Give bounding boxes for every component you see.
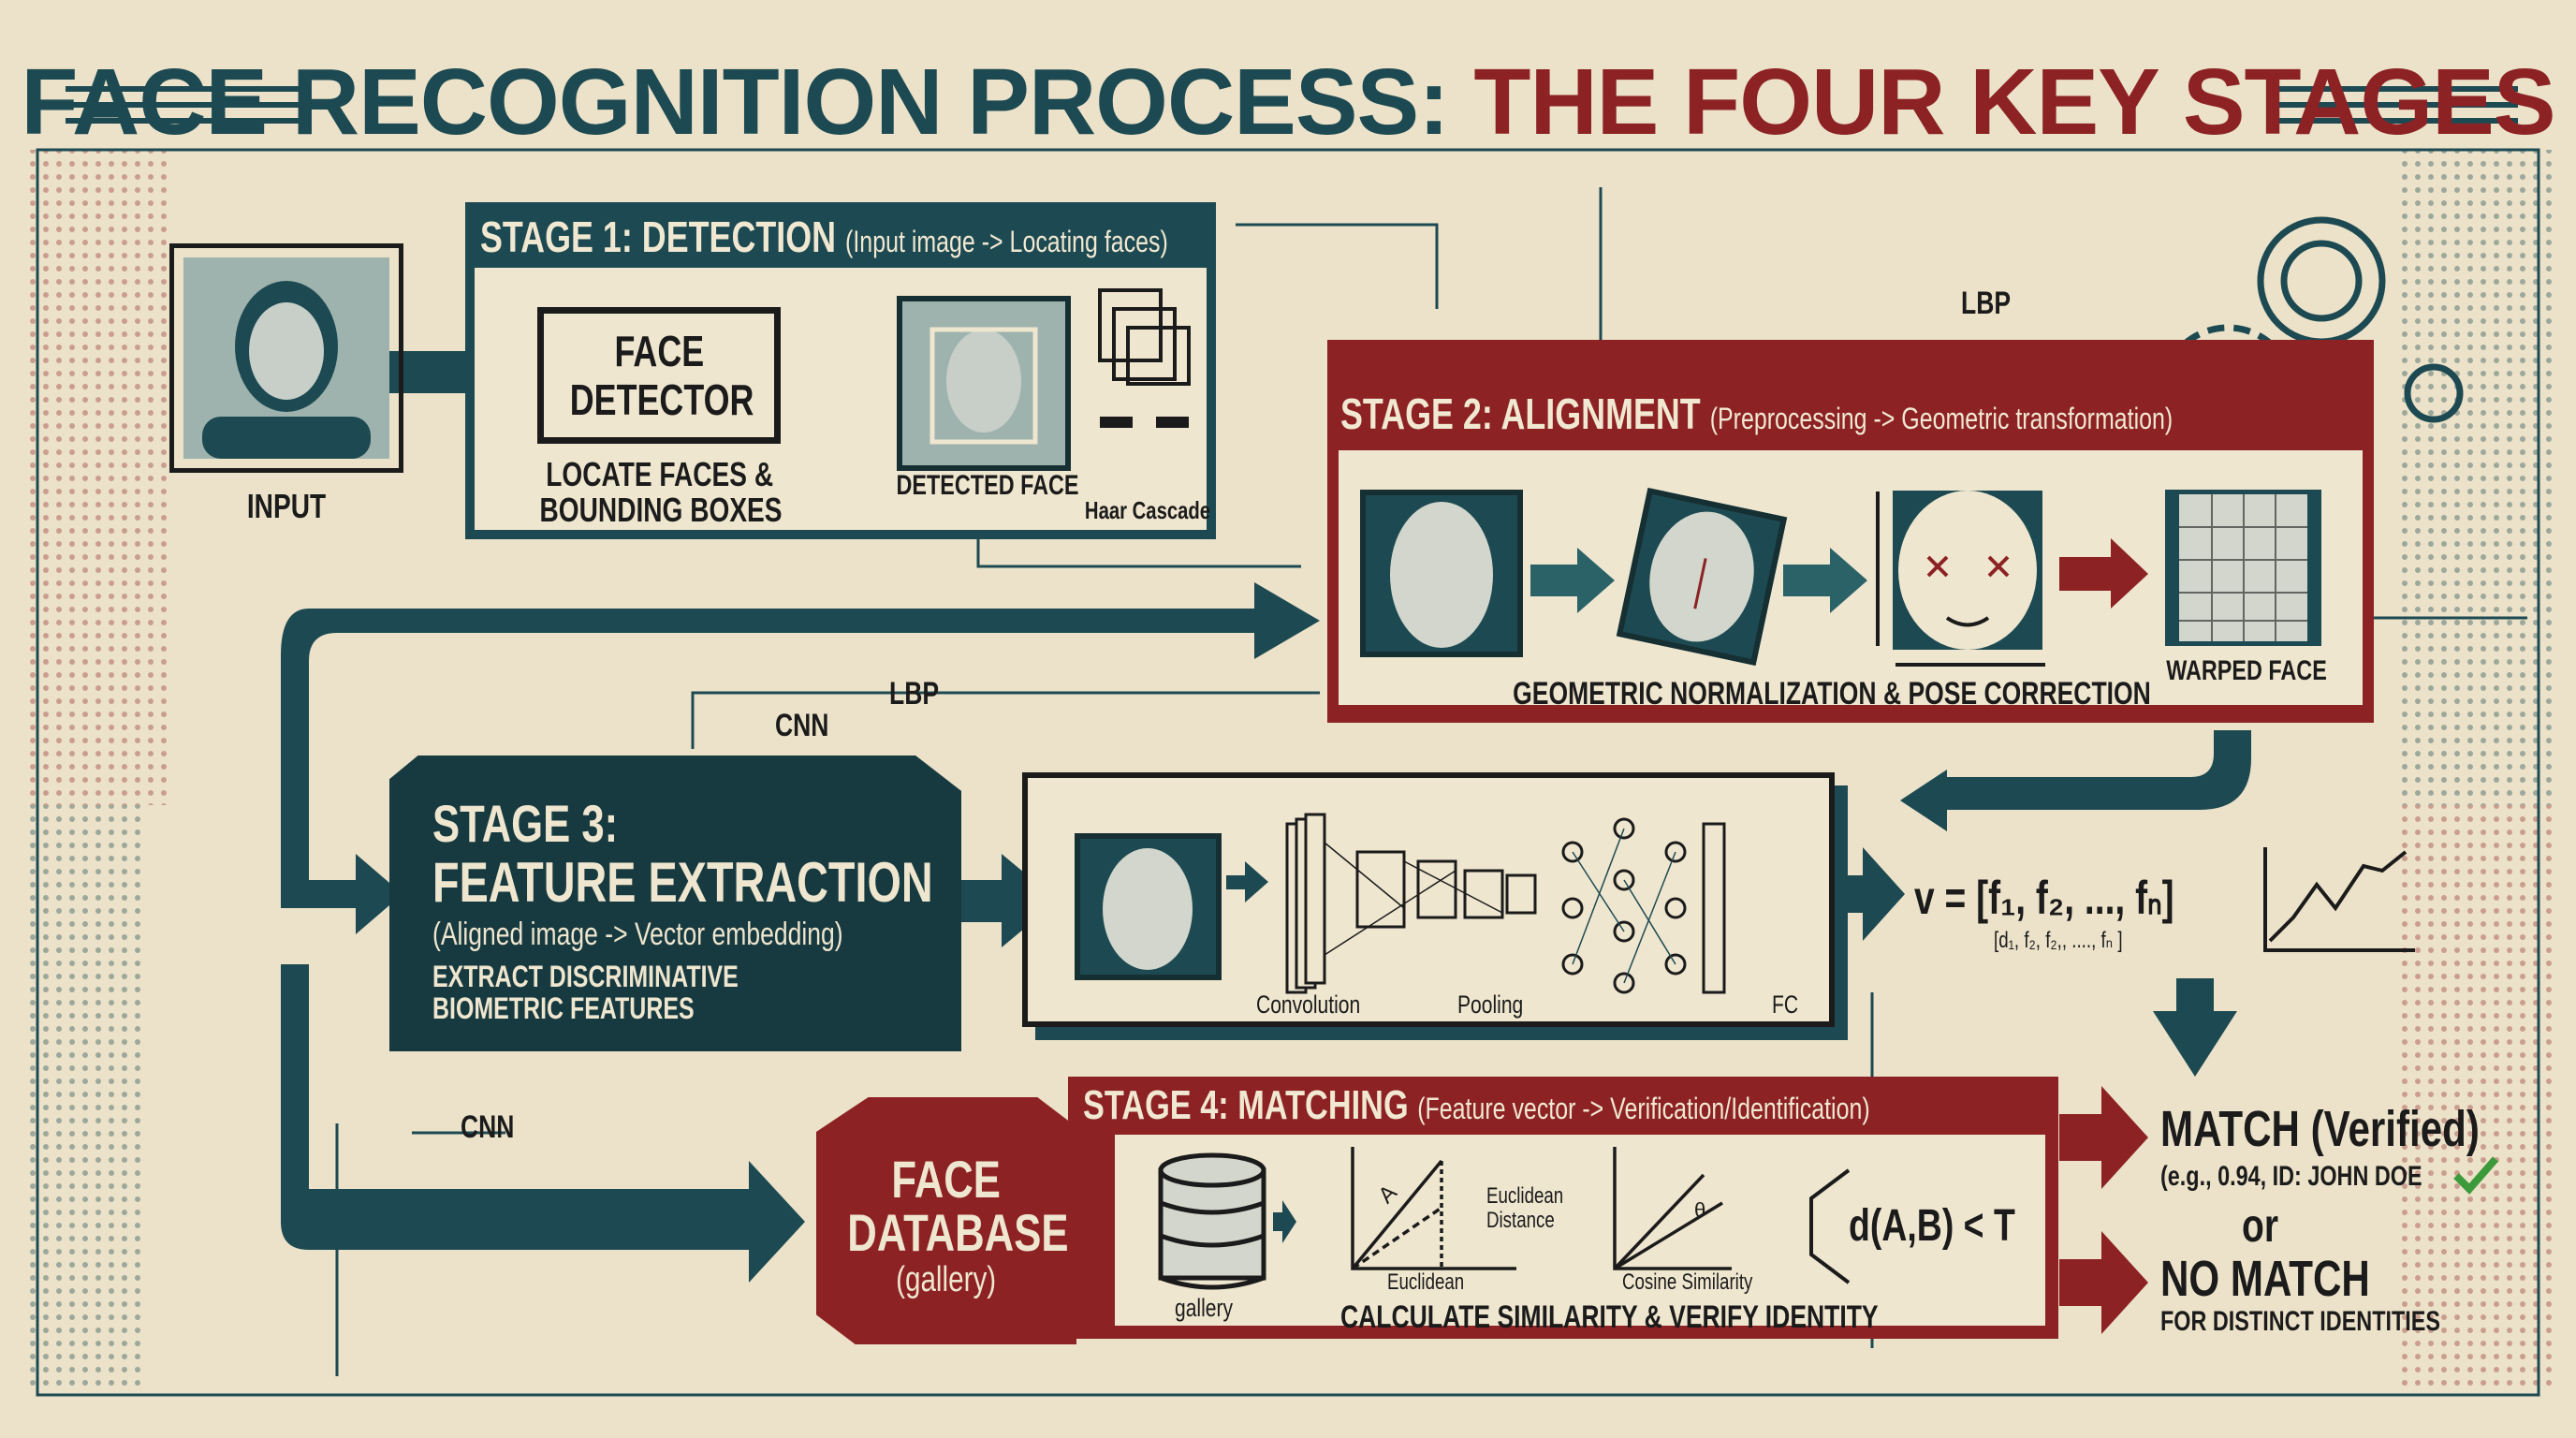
title-part1: FACE RECOGNITION PROCESS: [21, 50, 1449, 154]
stage1-caption: LOCATE FACES &BOUNDING BOXES [539, 455, 783, 529]
arrow-to-no-match [2059, 1231, 2148, 1334]
stage4-caption: CALCULATE SIMILARITY & VERIFY IDENTITY [1340, 1299, 1879, 1335]
threshold-bracket-icon [1809, 1168, 1851, 1284]
arrow-loop-to-alignment [281, 582, 1320, 871]
rotated-face [1616, 487, 1788, 667]
cosine-similarity-label: Cosine Similarity [1622, 1269, 1753, 1295]
cnn-architecture-icon [1226, 813, 1726, 994]
arrow-vector-to-match [2153, 978, 2237, 1077]
lbp-annotation-1: LBP [1961, 286, 2012, 321]
warped-face-image [2165, 490, 2321, 646]
stage1-panel: STAGE 1: DETECTION (Input image -> Locat… [465, 202, 1216, 539]
arrow-to-match [2059, 1086, 2148, 1189]
gallery-label: gallery [1175, 1294, 1234, 1322]
page-title: FACE RECOGNITION PROCESS: THE FOUR KEY S… [0, 49, 2576, 156]
stage3-panel [389, 756, 961, 1051]
frame [36, 148, 2540, 1397]
arrow-cnn-to-vector [1835, 847, 1905, 941]
match-label: MATCH (Verified) [2160, 1101, 2480, 1157]
embedding-plot-icon [2263, 847, 2415, 952]
detected-face-label: DETECTED FACE [896, 470, 1079, 501]
cnn-annotation-2: CNN [461, 1109, 515, 1145]
haar-features-icon [1098, 288, 1191, 428]
input-label: INPUT [246, 487, 327, 525]
theta-label: θ [1694, 1198, 1706, 1222]
halftone-left-top [28, 150, 168, 805]
database-icon [1158, 1152, 1296, 1290]
arrow-align-2 [1783, 548, 1867, 613]
similarity-plots-icon [1351, 1147, 1732, 1270]
landmark-face [1876, 491, 2045, 667]
match-detail: (e.g., 0.94, ID: JOHN DOE [2160, 1161, 2422, 1192]
euclidean-label: Euclidean [1387, 1269, 1465, 1295]
arrow-into-stage3 [281, 854, 402, 934]
no-match-detail: FOR DISTINCT IDENTITIES [2160, 1306, 2441, 1337]
stage4-body [1115, 1135, 2045, 1326]
title-rules [66, 86, 2518, 124]
stage2-header: STAGE 2: ALIGNMENT (Preprocessing -> Geo… [1340, 389, 2174, 438]
aligned-face-original [1360, 490, 1523, 657]
arrow-align-3 [2059, 538, 2148, 609]
haar-cascade-label: Haar Cascade [1084, 496, 1211, 524]
no-match-label: NO MATCH [2160, 1251, 2370, 1307]
halftone-right-top [2396, 150, 2555, 805]
input-frame [169, 243, 403, 473]
halftone-left-bottom [28, 805, 140, 1386]
arrow-align-1 [1530, 548, 1615, 613]
arrow-to-database [281, 964, 805, 1283]
threshold-formula: d(A,B) < T [1849, 1201, 2015, 1251]
face-database: FACE DATABASE (gallery) [816, 1097, 1076, 1344]
pooling-label: Pooling [1457, 990, 1524, 1019]
fc-label: FC [1772, 990, 1799, 1019]
convolution-label: Convolution [1256, 990, 1361, 1019]
or-label: or [2242, 1199, 2278, 1252]
checkmark-icon [2453, 1156, 2499, 1195]
feature-vector-sub: [d₁, f₂, f₂,, ...., fₙ ] [1994, 928, 2123, 953]
input-face-image [183, 257, 389, 459]
cnn-annotation-1: CNN [775, 708, 829, 743]
stage2-caption: GEOMETRIC NORMALIZATION & POSE CORRECTIO… [1513, 676, 2151, 712]
arrow-warped-to-cnn [1900, 730, 2251, 831]
detected-face-image [897, 296, 1071, 471]
lbp-annotation-2: LBP [889, 676, 940, 712]
aligned-face-input [1075, 833, 1222, 980]
feature-vector: v = [f₁, f₂, ..., fₙ] [1914, 872, 2174, 924]
stage3-header: STAGE 3: FEATURE EXTRACTION (Aligned ima… [432, 794, 933, 1025]
warped-face-label: WARPED FACE [2166, 655, 2327, 686]
arrow-stage3-to-cnn [959, 854, 1058, 947]
title-part2: THE FOUR KEY STAGES [1473, 50, 2555, 154]
halftone-right-bottom [2396, 805, 2555, 1386]
stage1-header: STAGE 1: DETECTION (Input image -> Locat… [480, 213, 1168, 261]
stage4-header: STAGE 4: MATCHING (Feature vector -> Ver… [1083, 1082, 1870, 1128]
